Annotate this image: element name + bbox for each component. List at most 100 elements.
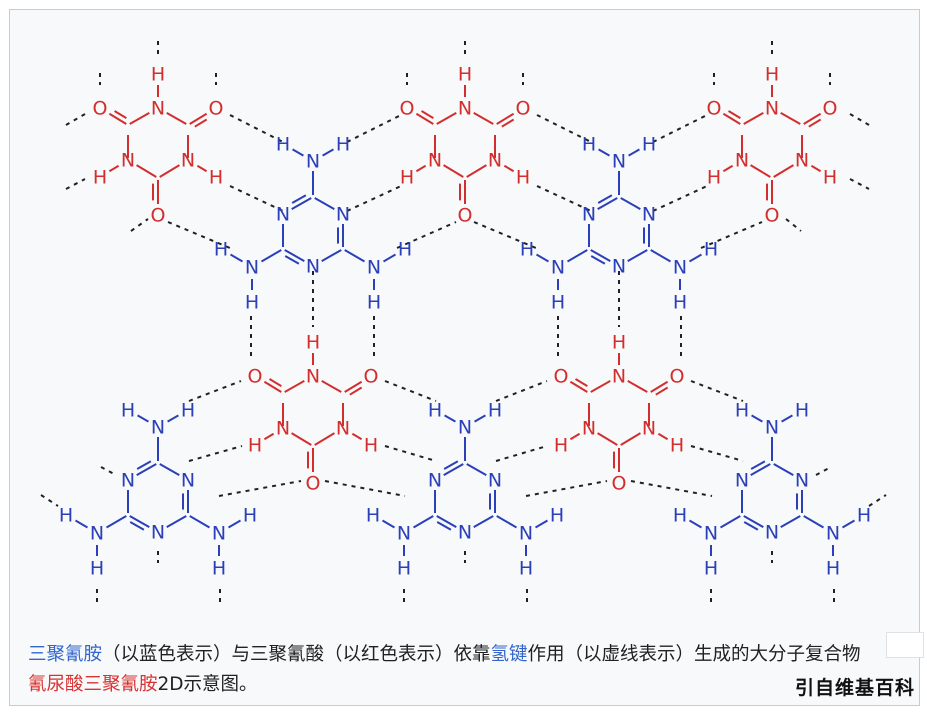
covalent-bond bbox=[284, 380, 305, 393]
covalent-bond bbox=[108, 112, 127, 125]
atom-o: O bbox=[765, 205, 780, 227]
double-bond bbox=[284, 255, 300, 265]
covalent-bond bbox=[228, 519, 241, 529]
atom-h: H bbox=[458, 64, 472, 86]
covalent-bond bbox=[344, 249, 365, 263]
covalent-bond bbox=[689, 519, 702, 529]
covalent-bond bbox=[620, 197, 641, 210]
atom-n: N bbox=[795, 150, 809, 172]
covalent-bond bbox=[167, 414, 179, 423]
covalent-bond bbox=[166, 515, 187, 528]
atom-o: O bbox=[612, 473, 627, 495]
atom-h: H bbox=[276, 134, 290, 156]
atom-n: N bbox=[673, 257, 687, 279]
atom-n: N bbox=[458, 522, 472, 544]
covalent-bond bbox=[189, 515, 210, 529]
covalent-bond bbox=[803, 112, 822, 125]
double-bond bbox=[808, 118, 822, 128]
atom-n: N bbox=[397, 523, 411, 545]
atom-h: H bbox=[336, 134, 350, 156]
atom-n: N bbox=[488, 470, 502, 492]
atom-h: H bbox=[212, 558, 226, 580]
double-bond bbox=[136, 460, 152, 470]
atom-h: H bbox=[670, 435, 684, 457]
covalent-bond bbox=[689, 253, 702, 263]
covalent-bond bbox=[650, 380, 669, 393]
double-bond bbox=[114, 110, 127, 120]
atom-h: H bbox=[397, 558, 411, 580]
covalent-bond bbox=[627, 249, 648, 262]
covalent-bond bbox=[75, 519, 88, 529]
covalent-bond bbox=[803, 515, 824, 529]
atom-h: H bbox=[90, 558, 104, 580]
atom-h: H bbox=[826, 558, 840, 580]
covalent-bond bbox=[284, 249, 305, 262]
covalent-bond bbox=[137, 414, 149, 423]
covalent-bond bbox=[413, 515, 434, 529]
double-bond bbox=[269, 378, 282, 388]
figure-caption: 三聚氰胺（以蓝色表示）与三聚氰酸（以红色表示）依靠氢键作用（以虚线表示）生成的大… bbox=[28, 640, 868, 700]
caption-text-1: （以蓝色表示）与三聚氰酸（以红色表示）依靠 bbox=[102, 644, 491, 665]
atom-n: N bbox=[336, 204, 350, 226]
double-bond bbox=[194, 118, 208, 128]
atom-h: H bbox=[59, 505, 73, 527]
covalent-bond bbox=[474, 414, 486, 423]
covalent-bond bbox=[620, 432, 641, 446]
covalent-bond bbox=[569, 432, 581, 441]
hydrogen-bond bbox=[495, 445, 548, 462]
atom-n: N bbox=[735, 150, 749, 172]
double-bond bbox=[349, 386, 363, 396]
atom-h: H bbox=[735, 400, 749, 422]
covalent-bond bbox=[436, 515, 457, 528]
atom-h: H bbox=[181, 400, 195, 422]
expand-icon[interactable] bbox=[886, 632, 924, 658]
double-bond bbox=[436, 521, 452, 531]
covalent-bond bbox=[473, 112, 494, 125]
link-melamine-cyanurate[interactable]: 氰尿酸三聚氰胺 bbox=[28, 674, 158, 695]
hydrogen-bond bbox=[473, 221, 537, 249]
link-hydrogen-bond[interactable]: 氢键 bbox=[490, 644, 528, 665]
atom-h: H bbox=[366, 505, 380, 527]
atom-o: O bbox=[248, 366, 263, 388]
atom-h: H bbox=[93, 167, 107, 189]
covalent-bond bbox=[261, 249, 282, 263]
atom-n: N bbox=[212, 523, 226, 545]
link-melamine[interactable]: 三聚氰胺 bbox=[28, 644, 103, 665]
hydrogen-bond bbox=[396, 221, 457, 249]
covalent-bond bbox=[189, 112, 208, 125]
covalent-bond bbox=[722, 164, 734, 173]
atom-n: N bbox=[519, 523, 533, 545]
covalent-bond bbox=[136, 164, 157, 178]
atom-n: N bbox=[367, 257, 381, 279]
atom-n: N bbox=[90, 523, 104, 545]
covalent-bond bbox=[597, 432, 618, 446]
bonds-layer bbox=[75, 85, 855, 556]
hydrogen-bond bbox=[785, 218, 802, 232]
atom-n: N bbox=[151, 98, 165, 120]
covalent-bond bbox=[129, 112, 150, 125]
atom-n: N bbox=[735, 470, 749, 492]
covalent-bond bbox=[781, 414, 793, 423]
atom-h: H bbox=[367, 292, 381, 314]
covalent-bond bbox=[503, 164, 515, 173]
covalent-bond bbox=[722, 112, 741, 125]
atom-h: H bbox=[765, 64, 779, 86]
atom-n: N bbox=[276, 418, 290, 440]
atom-h: H bbox=[582, 134, 596, 156]
hydrogen-bond bbox=[188, 445, 243, 462]
covalent-bond bbox=[496, 515, 517, 529]
atom-h: H bbox=[823, 167, 837, 189]
double-bond bbox=[590, 255, 606, 265]
atom-h: H bbox=[428, 400, 442, 422]
atom-n: N bbox=[458, 417, 472, 439]
double-bond bbox=[421, 110, 434, 120]
atom-h: H bbox=[520, 239, 534, 261]
atom-h: H bbox=[550, 505, 564, 527]
atom-h: H bbox=[642, 134, 656, 156]
hydrogen-bond bbox=[525, 480, 608, 497]
hydrogen-bond bbox=[229, 114, 284, 143]
covalent-bond bbox=[810, 164, 822, 173]
hydrogen-bond bbox=[65, 113, 86, 126]
covalent-bond bbox=[291, 197, 312, 210]
covalent-bond bbox=[590, 249, 611, 262]
